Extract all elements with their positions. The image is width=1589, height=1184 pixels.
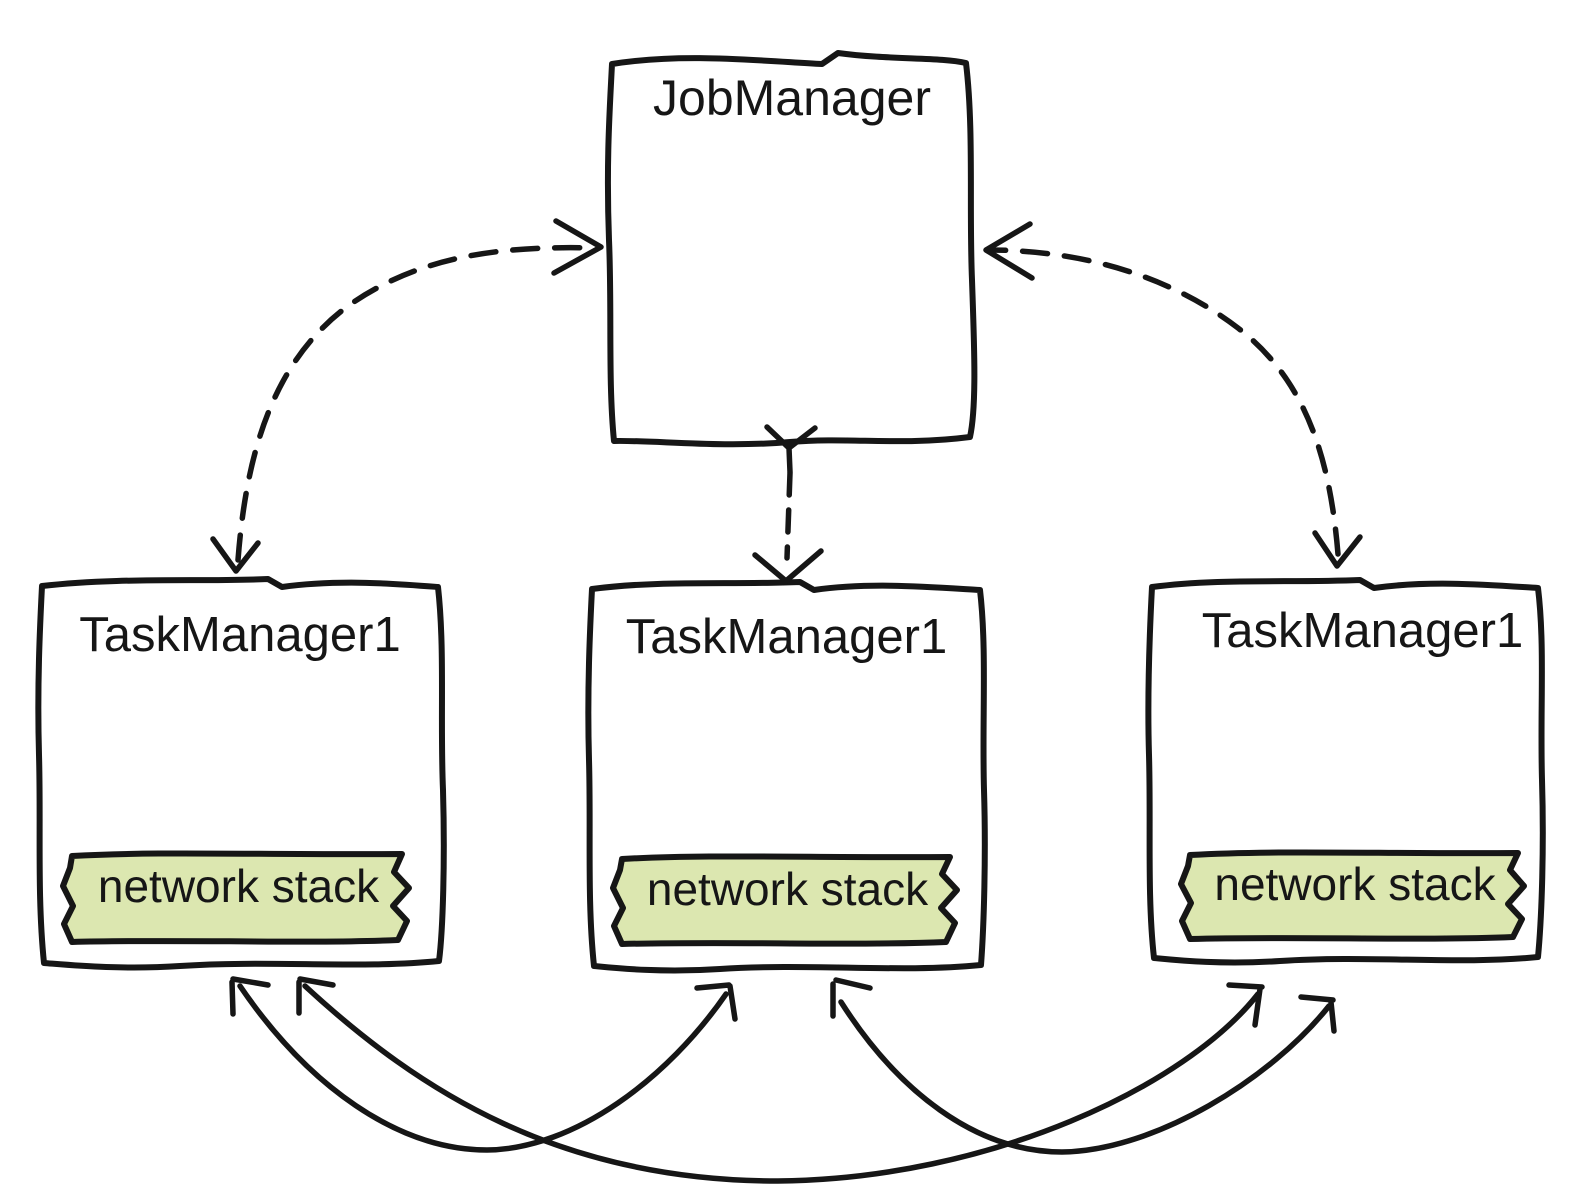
- dashed-links: [210, 218, 1363, 584]
- arrowhead-network-left-1: [229, 976, 271, 1017]
- arrowhead-at-jobmanager-bottom: [764, 424, 818, 475]
- arrowhead-network-left-2: [296, 976, 336, 1016]
- task-manager-middle-label: TaskManager1: [625, 610, 948, 664]
- network-links: [229, 976, 1337, 1184]
- network-link-left-middle: [237, 983, 729, 1153]
- arrowhead-network-right-1: [1226, 982, 1265, 1028]
- task-manager-right-label: TaskManager1: [1201, 604, 1524, 658]
- arrowhead-into-taskmanager-left-top: [210, 536, 261, 574]
- network-stack-band-right: [1178, 849, 1527, 942]
- job-manager-box: [604, 50, 978, 448]
- job-manager-label: JobManager: [653, 70, 931, 126]
- network-stack-band-left: [60, 850, 412, 945]
- arrowhead-network-middle-1: [694, 982, 738, 1022]
- dashed-link-left-curve: [235, 244, 599, 563]
- task-manager-left-label: TaskManager1: [79, 608, 401, 662]
- network-stack-middle-label: network stack: [646, 863, 929, 915]
- arrowhead-into-taskmanager-right-top: [1312, 530, 1363, 569]
- network-stack-left-label: network stack: [97, 860, 380, 912]
- dashed-link-right-curve: [985, 247, 1341, 557]
- network-link-left-right: [302, 983, 1261, 1184]
- arrowhead-into-taskmanager-middle-top: [752, 548, 824, 584]
- arrowhead-into-jobmanager-left: [551, 218, 604, 276]
- dashed-link-middle-line: [784, 470, 793, 561]
- arrowhead-network-right-2: [1298, 994, 1337, 1034]
- network-link-middle-right: [838, 999, 1332, 1155]
- arrowhead-into-jobmanager-right: [983, 221, 1035, 281]
- network-stack-bands: [60, 849, 1527, 947]
- arrowhead-network-middle-2: [830, 977, 873, 1019]
- network-stack-right-label: network stack: [1214, 858, 1496, 910]
- network-stack-band-middle: [610, 853, 960, 947]
